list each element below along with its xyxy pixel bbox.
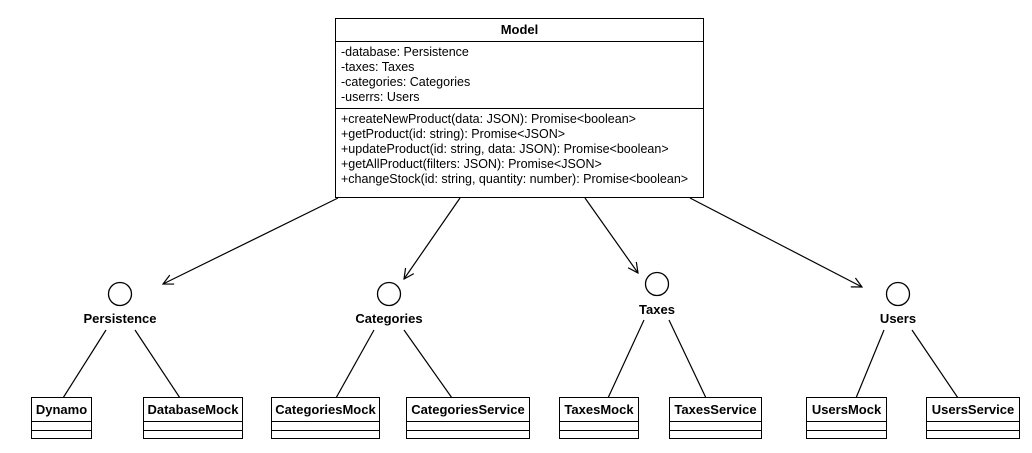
- arrow-model-categories: [404, 197, 461, 279]
- class-usersservice[interactable]: UsersService: [926, 397, 1020, 439]
- class-name: TaxesMock: [564, 402, 634, 417]
- class-databasemock[interactable]: DatabaseMock: [143, 397, 243, 439]
- interface-label-categories: Categories: [355, 311, 423, 326]
- model-class-name: Model: [500, 22, 539, 37]
- class-name: UsersService: [931, 402, 1015, 417]
- interface-circle-users: [885, 281, 911, 307]
- realize-line-categoriesservice: [403, 329, 453, 399]
- model-attribute: -database: Persistence: [341, 45, 469, 59]
- interface-circle-persistence: [107, 281, 133, 307]
- arrow-model-users: [689, 197, 862, 287]
- model-class[interactable]: Model -database: Persistence -taxes: Tax…: [335, 18, 704, 198]
- interface-label-persistence: Persistence: [83, 311, 157, 326]
- interface-circle-categories: [376, 281, 402, 307]
- realize-line-usersmock: [855, 329, 885, 399]
- interface-label-taxes: Taxes: [639, 302, 675, 317]
- interface-circle-taxes: [644, 271, 670, 297]
- interface-label-users: Users: [879, 311, 917, 326]
- class-name: DatabaseMock: [147, 402, 239, 417]
- realize-line-usersservice: [911, 329, 959, 399]
- realize-line-dynamo: [62, 329, 107, 399]
- class-taxesmock[interactable]: TaxesMock: [559, 397, 639, 439]
- realize-line-taxesmock: [607, 319, 645, 399]
- arrow-model-persistence: [163, 197, 339, 284]
- model-method: +changeStock(id: string, quantity: numbe…: [341, 172, 689, 186]
- class-categoriesservice[interactable]: CategoriesService: [406, 397, 530, 439]
- model-attribute: -taxes: Taxes: [341, 60, 415, 74]
- model-method: +createNewProduct(data: JSON): Promise<b…: [341, 112, 636, 126]
- class-name: CategoriesService: [411, 402, 525, 417]
- model-attribute: -categories: Categories: [341, 75, 471, 89]
- class-usersmock[interactable]: UsersMock: [806, 397, 887, 439]
- realize-line-databasemock: [134, 329, 181, 399]
- model-method: +updateProduct(id: string, data: JSON): …: [341, 142, 669, 156]
- class-dynamo[interactable]: Dynamo: [31, 397, 92, 439]
- model-method: +getAllProduct(filters: JSON): Promise<J…: [341, 157, 602, 171]
- realize-line-categoriesmock: [335, 329, 375, 399]
- arrow-model-taxes: [584, 197, 638, 273]
- model-attributes: -database: Persistence -taxes: Taxes -ca…: [336, 41, 703, 108]
- model-method: +getProduct(id: string): Promise<JSON>: [341, 127, 566, 141]
- realize-line-taxesservice: [668, 319, 707, 399]
- class-name: TaxesService: [674, 402, 757, 417]
- class-name: Dynamo: [35, 402, 88, 417]
- class-categoriesmock[interactable]: CategoriesMock: [271, 397, 380, 439]
- model-methods: +createNewProduct(data: JSON): Promise<b…: [336, 108, 703, 190]
- class-name: CategoriesMock: [275, 402, 376, 417]
- class-name: UsersMock: [811, 402, 882, 417]
- model-attribute: -userrs: Users: [341, 90, 420, 104]
- class-taxesservice[interactable]: TaxesService: [669, 397, 762, 439]
